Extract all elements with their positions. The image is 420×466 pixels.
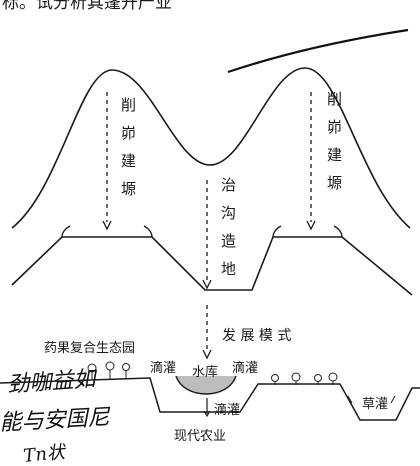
grass-arrow-2: [390, 395, 396, 404]
terrace-corner-left-b: [143, 225, 153, 238]
pen-stroke: [227, 28, 409, 74]
hill-profile-curve: [11, 67, 411, 229]
header-text: 标。试分析其蓬开产业: [2, 0, 172, 13]
reservoir-basin: [175, 375, 237, 395]
drip-left-label: 滴灌: [150, 360, 176, 376]
grass-arrow-1: [347, 395, 353, 404]
bottom-terrain: [0, 377, 420, 421]
terrace-corner-left-a: [61, 225, 71, 238]
left-mountain-char-1: 削: [121, 96, 136, 114]
left-mountain-char-3: 建: [121, 152, 136, 170]
arrowhead-center: [202, 279, 212, 290]
arrowhead-right: [306, 220, 316, 231]
left-mountain-char-4: 塬: [121, 180, 136, 198]
terrace-profile: [11, 236, 413, 296]
gully-char-3: 造: [221, 232, 236, 250]
plants-left: [87, 361, 130, 379]
gully-char-4: 地: [221, 260, 236, 278]
label-right-mountain: 削 峁 建 塬: [327, 90, 342, 192]
drip-down-label: 滴灌: [214, 402, 240, 418]
grass-irrigation-label: 草灌: [362, 397, 388, 412]
arrowhead-left: [102, 220, 112, 231]
label-left-mountain: 削 峁 建 塬: [121, 96, 136, 198]
terrace-corner-right-a: [272, 225, 282, 238]
right-mountain-char-1: 削: [327, 90, 342, 108]
drip-down-arrowhead: [203, 410, 211, 418]
handwriting-line-2: 能与安国尼: [0, 405, 112, 436]
label-gully: 治 沟 造 地: [221, 176, 236, 278]
plants-right: [271, 372, 338, 385]
left-mountain-char-2: 峁: [121, 124, 136, 142]
development-mode-label: 发 展 模 式: [222, 328, 291, 344]
arrowhead-lower: [202, 349, 212, 360]
eco-park-label: 药果复合生态园: [44, 341, 135, 356]
handwriting-line-3: Tn状: [22, 442, 68, 466]
handwriting-line-1: 劲咖益如: [7, 367, 100, 398]
gully-char-2: 沟: [221, 204, 236, 222]
right-mountain-char-4: 塬: [327, 174, 342, 192]
modern-agriculture-label: 现代农业: [174, 429, 226, 444]
right-mountain-char-2: 峁: [327, 118, 342, 136]
right-mountain-char-3: 建: [327, 146, 342, 164]
drip-right-label: 滴灌: [232, 360, 258, 376]
reservoir-label: 水库: [192, 364, 218, 380]
gully-char-1: 治: [221, 176, 236, 194]
terrace-corner-right-b: [333, 225, 343, 238]
